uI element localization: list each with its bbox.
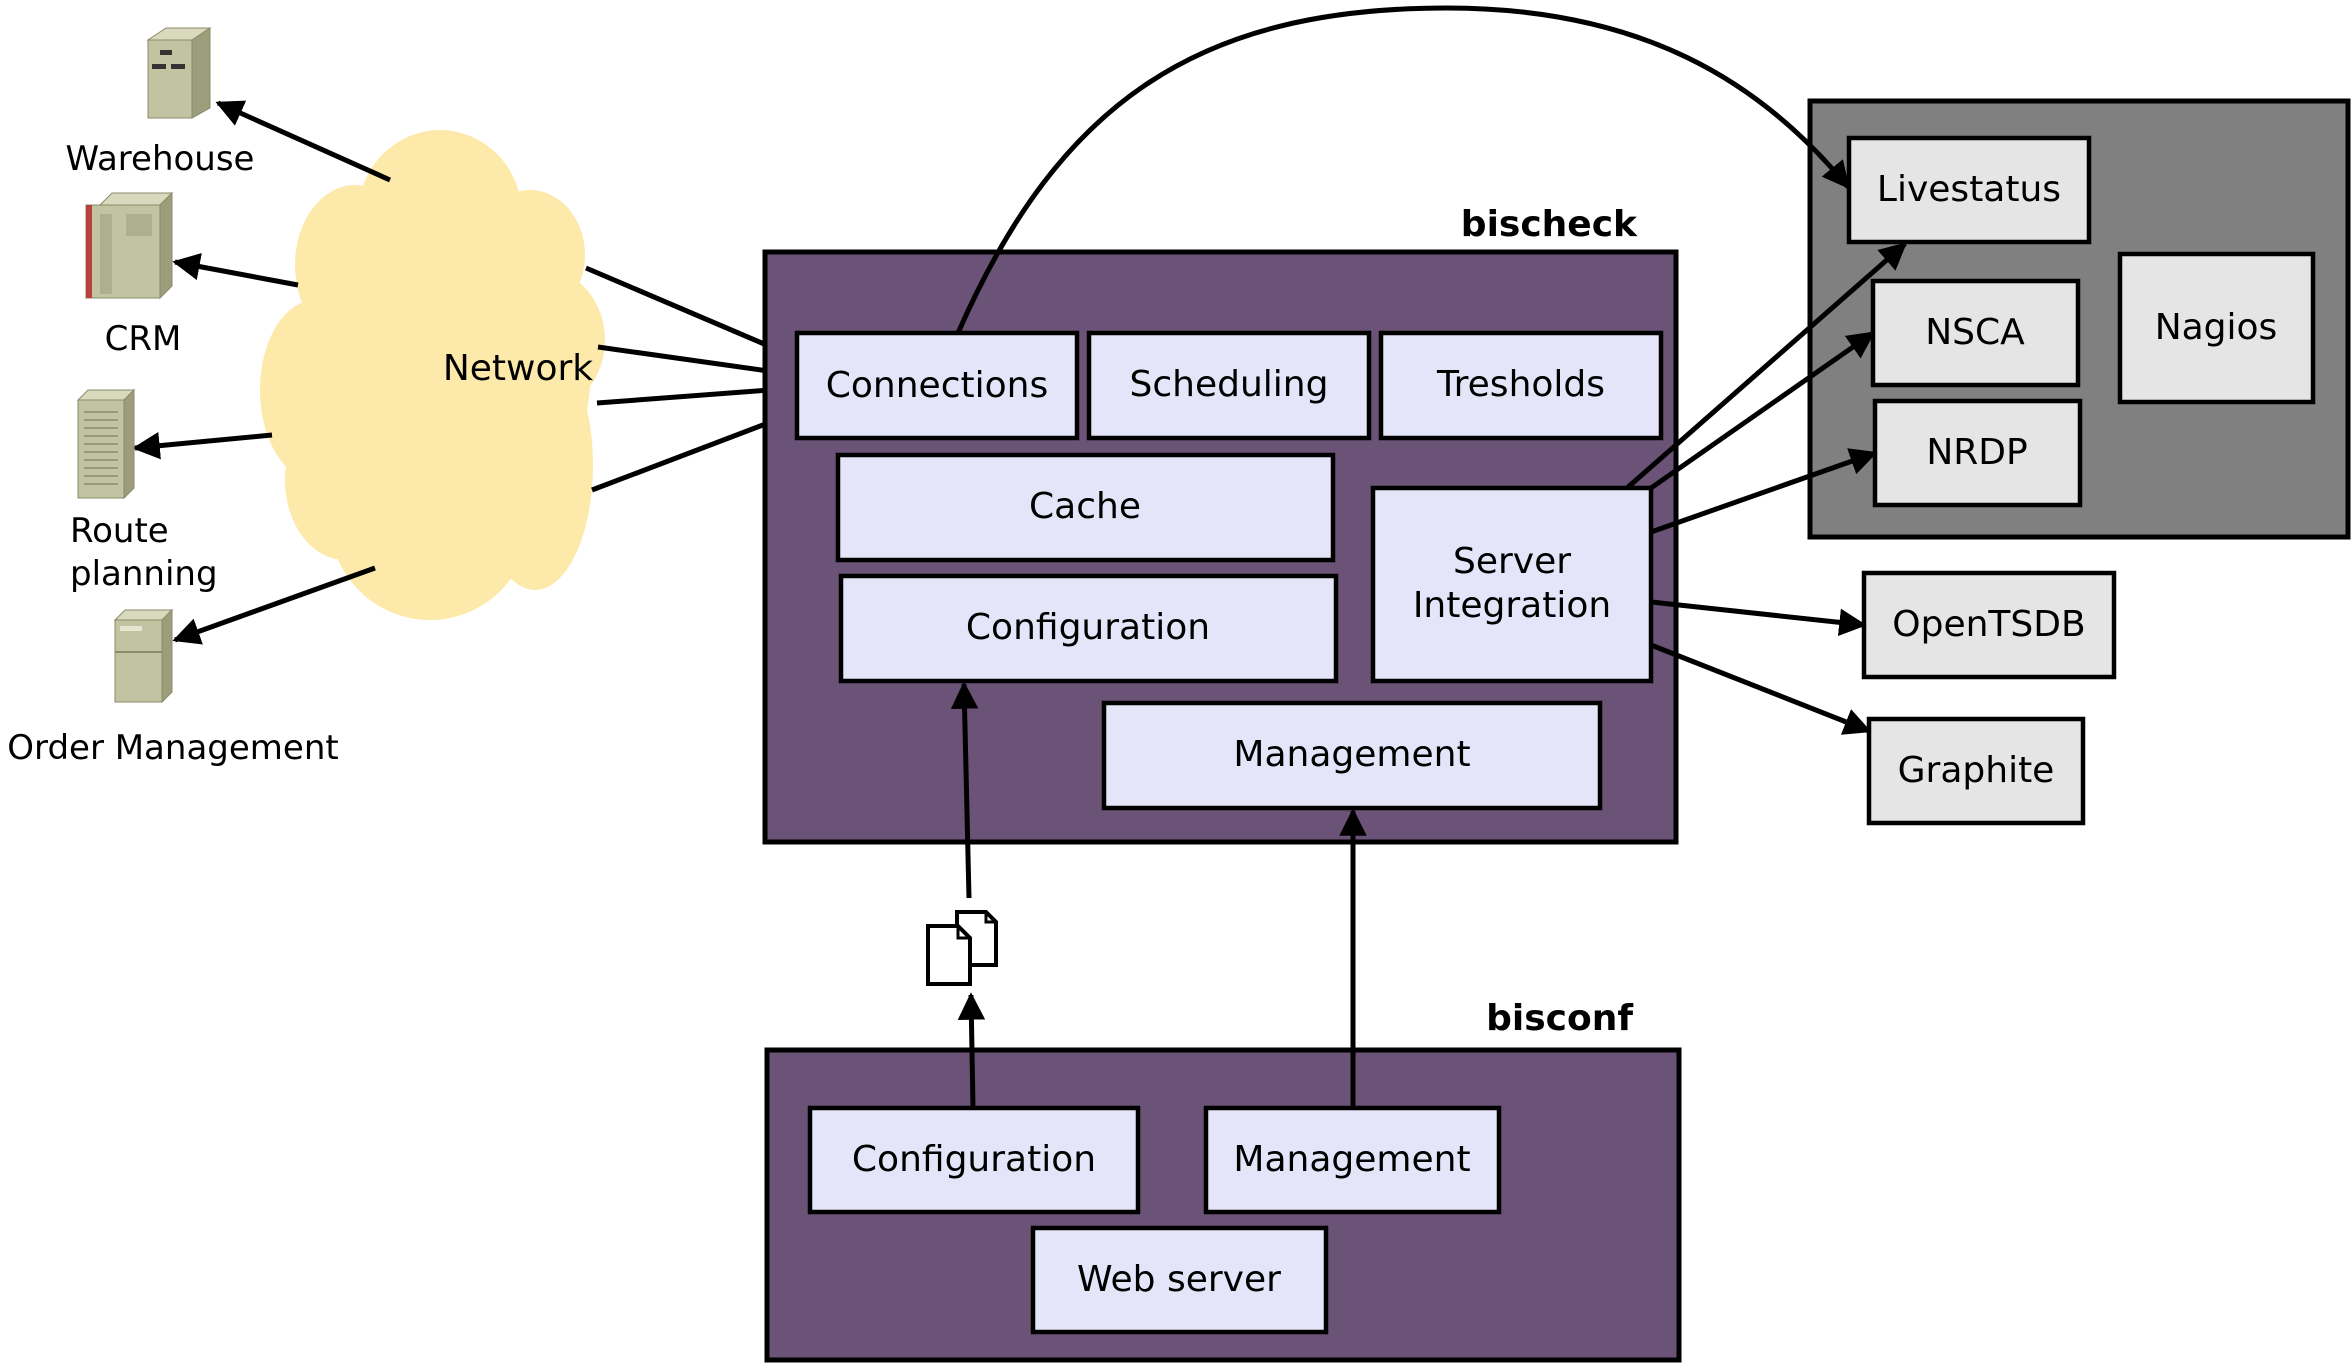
route-planning-label-line2: planning bbox=[70, 554, 218, 594]
server-integration-box: Server Integration bbox=[1370, 485, 1654, 684]
bischeck-title: bischeck bbox=[1461, 204, 1638, 245]
nrdp-box: NRDP bbox=[1872, 398, 2083, 508]
svg-text:Web server: Web server bbox=[1077, 1259, 1281, 1300]
order-management-label: Order Management bbox=[7, 728, 338, 768]
bisconf-title: bisconf bbox=[1486, 998, 1633, 1039]
arrow-to-route-planning bbox=[132, 431, 273, 460]
opentsdb-box: OpenTSDB bbox=[1861, 570, 2117, 680]
svg-text:Connections: Connections bbox=[826, 365, 1048, 406]
svg-text:Tresholds: Tresholds bbox=[1436, 364, 1605, 405]
livestatus-box: Livestatus bbox=[1846, 135, 2092, 245]
cache-box: Cache bbox=[835, 452, 1336, 563]
connections-box: Connections bbox=[794, 330, 1080, 441]
svg-text:OpenTSDB: OpenTSDB bbox=[1892, 604, 2085, 645]
svg-text:Server: Server bbox=[1453, 541, 1571, 582]
bisconf-configuration-box: Configuration bbox=[807, 1105, 1141, 1215]
arrow-to-livestatus bbox=[1625, 242, 1908, 490]
server-integration-arrows bbox=[1625, 242, 1908, 735]
svg-text:Configuration: Configuration bbox=[966, 607, 1210, 648]
network-cloud: Network bbox=[260, 130, 605, 620]
svg-text:Livestatus: Livestatus bbox=[1877, 169, 2061, 210]
svg-text:NRDP: NRDP bbox=[1926, 432, 2027, 473]
arrow-to-nrdp bbox=[1650, 448, 1878, 535]
svg-text:NSCA: NSCA bbox=[1925, 312, 2025, 353]
svg-text:Graphite: Graphite bbox=[1898, 750, 2055, 791]
web-server-box: Web server bbox=[1030, 1225, 1329, 1335]
server-cluster-icon bbox=[85, 191, 174, 300]
arrow-connections-to-livestatus bbox=[955, 5, 1850, 335]
management-box: Management bbox=[1101, 700, 1603, 811]
configuration-box: Configuration bbox=[838, 573, 1339, 684]
arrow-to-opentsdb bbox=[1650, 599, 1867, 637]
documents-icon bbox=[926, 910, 998, 986]
arrow-to-graphite bbox=[1650, 642, 1872, 735]
svg-text:Management: Management bbox=[1233, 734, 1470, 775]
warehouse-label: Warehouse bbox=[66, 139, 255, 179]
nsca-box: NSCA bbox=[1870, 278, 2081, 388]
route-planning-label-line1: Route bbox=[70, 511, 169, 551]
bisconf-management-box: Management bbox=[1203, 1105, 1502, 1215]
arrow-to-crm bbox=[172, 253, 299, 288]
arrow-to-order-management bbox=[172, 565, 376, 645]
nagios-box: Nagios bbox=[2117, 251, 2316, 405]
svg-text:Scheduling: Scheduling bbox=[1130, 364, 1329, 405]
server-tower-icon bbox=[146, 27, 212, 119]
arrow-to-nsca bbox=[1649, 330, 1876, 491]
server-rack-icon bbox=[76, 388, 136, 500]
svg-text:Configuration: Configuration bbox=[852, 1139, 1096, 1180]
scheduling-box: Scheduling bbox=[1086, 330, 1372, 441]
svg-text:Integration: Integration bbox=[1413, 585, 1611, 626]
connection-line-1 bbox=[585, 265, 798, 361]
svg-text:Cache: Cache bbox=[1029, 486, 1141, 527]
network-label: Network bbox=[443, 348, 593, 389]
tresholds-box: Tresholds bbox=[1378, 330, 1664, 441]
arrow-to-warehouse bbox=[215, 100, 392, 183]
svg-text:Nagios: Nagios bbox=[2155, 307, 2278, 348]
svg-text:Management: Management bbox=[1233, 1139, 1470, 1180]
graphite-box: Graphite bbox=[1866, 716, 2086, 826]
server-cabinet-icon bbox=[113, 608, 174, 704]
network-arrows bbox=[132, 100, 392, 645]
arrow-files-to-configuration bbox=[950, 681, 979, 899]
crm-label: CRM bbox=[105, 319, 182, 359]
arrow-bisconf-config-to-files bbox=[957, 992, 986, 1109]
